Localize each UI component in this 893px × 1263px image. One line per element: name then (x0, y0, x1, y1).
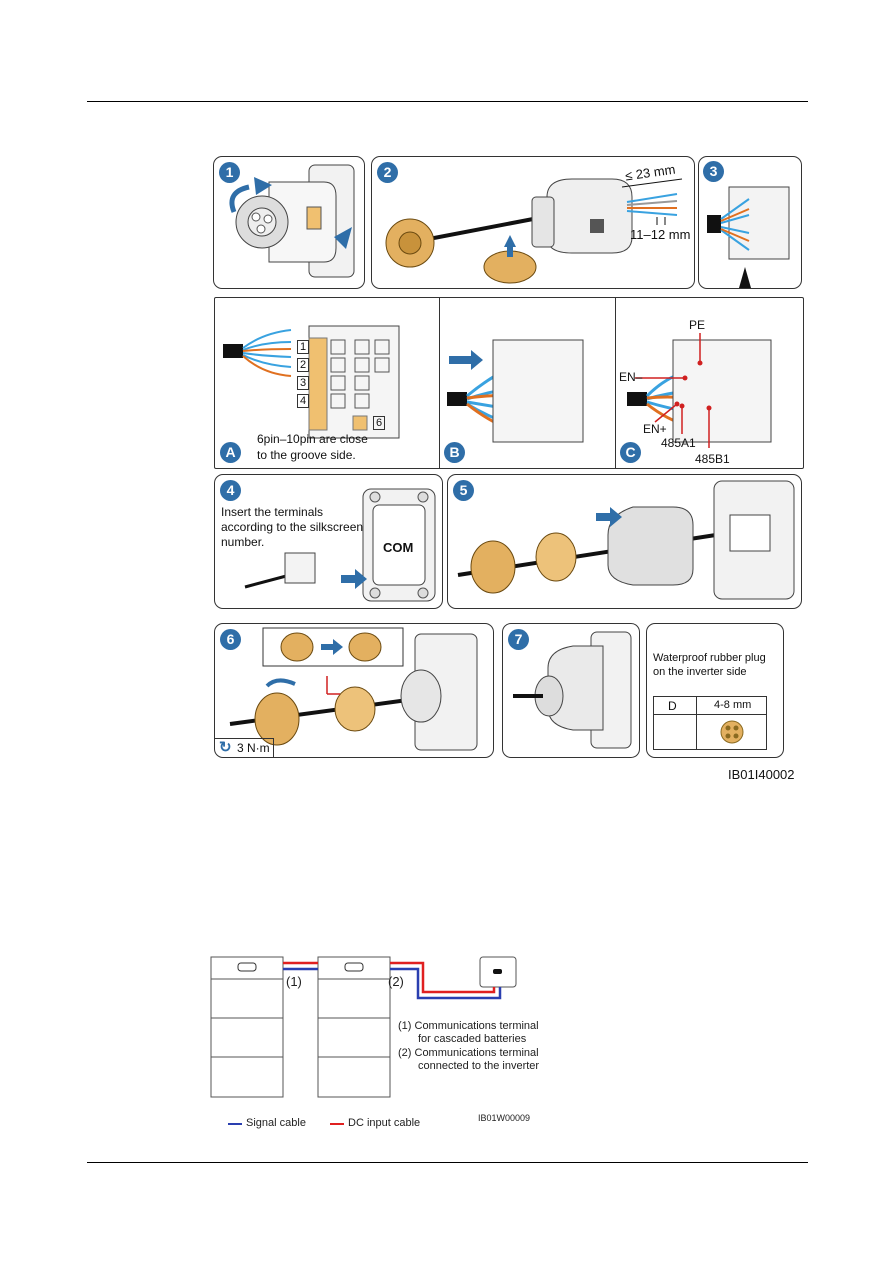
step-1-panel: 1 (213, 156, 365, 289)
pin-4-label: 4 (297, 394, 310, 408)
note-1-line2: for cascaded batteries (418, 1033, 527, 1045)
step-6-panel: 6 ↻ 3 N·m (214, 623, 494, 758)
pin-6-label: 6 (373, 416, 386, 430)
pin-3-label: 3 (297, 376, 310, 390)
insert-note-line1: Insert the terminals (221, 505, 324, 519)
plug-col-d: D (668, 699, 677, 713)
pin-1-label: 1 (297, 340, 310, 354)
step-5-panel: 5 (447, 474, 802, 609)
step-4-panel: 4 Insert the terminals according to the … (214, 474, 443, 609)
note-2-line1: (2) Communications terminal (398, 1047, 539, 1059)
groove-note-line2: to the groove side. (257, 448, 356, 462)
pe-label: PE (689, 318, 706, 332)
com-port-label: COM (383, 540, 414, 555)
figure-2-id: IB01W00009 (478, 1113, 531, 1123)
step-7-badge: 7 (508, 629, 529, 650)
substep-b-badge: B (444, 442, 465, 463)
en-plus-label: EN+ (643, 422, 667, 436)
rubber-plug-panel: Waterproof rubber plug on the inverter s… (646, 623, 784, 758)
substep-c-badge: C (620, 442, 641, 463)
groove-note-line1: 6pin–10pin are close (257, 432, 368, 446)
substep-a-badge: A (220, 442, 241, 463)
figure-1-id: IB01I40002 (728, 767, 795, 782)
divider-a-b (439, 298, 440, 468)
rubber-plug-table: D 4-8 mm (653, 696, 767, 750)
header-rule (87, 101, 808, 102)
gland-tighten-illustration (229, 627, 478, 751)
rubber-plug-title-line2: on the inverter side (653, 666, 747, 678)
note-1-line1: (1) Communications terminal (398, 1020, 539, 1032)
step-2-badge: 2 (377, 162, 398, 183)
step-4-badge: 4 (220, 480, 241, 501)
substeps-panel: 1 2 3 4 6 6pin–10pin are close to the gr… (214, 297, 804, 469)
torque-value: 3 N·m (237, 741, 270, 755)
485b1-label: 485B1 (695, 452, 730, 466)
legend-dc-input-cable: DC input cable (348, 1117, 421, 1129)
gland-installed-illustration (513, 631, 632, 749)
step-7-panel: 7 (502, 623, 640, 758)
wiring-steps-illustration (223, 325, 772, 448)
step-5-badge: 5 (453, 480, 474, 501)
divider-b-c (615, 298, 616, 468)
note-2-line2: connected to the inverter (418, 1060, 540, 1072)
pin-2-label: 2 (297, 358, 310, 372)
insert-note-line3: number. (221, 535, 265, 549)
insert-note-line2: according to the silkscreen (221, 520, 364, 534)
legend-signal-cable: Signal cable (246, 1117, 306, 1129)
torque-box (215, 738, 274, 757)
en-minus-label: EN– (619, 370, 643, 384)
step-6-badge: 6 (220, 629, 241, 650)
step-3-panel: 3 (698, 156, 802, 289)
gland-assembly-illustration (457, 480, 795, 600)
step-1-badge: 1 (219, 162, 240, 183)
rubber-plug-title-line1: Waterproof rubber plug (653, 652, 766, 664)
com-port-illustration (244, 488, 436, 602)
485a1-label: 485A1 (661, 436, 696, 450)
rubber-plug-icon (720, 720, 744, 744)
terminal-block-illustration (707, 186, 790, 288)
step-3-badge: 3 (703, 161, 724, 182)
marker-1: (1) (286, 974, 302, 989)
step-2-panel: 2 ≤ 23 mm 11–12 mm (371, 156, 695, 289)
marker-2: (2) (388, 974, 404, 989)
torque-icon: ↻ (219, 739, 232, 756)
plug-col-range: 4-8 mm (714, 699, 752, 711)
footer-rule (87, 1162, 808, 1163)
core-strip-length-label: 11–12 mm (630, 227, 691, 242)
gland-unscrew-illustration (229, 164, 355, 278)
cable-strip-illustration (385, 178, 683, 284)
